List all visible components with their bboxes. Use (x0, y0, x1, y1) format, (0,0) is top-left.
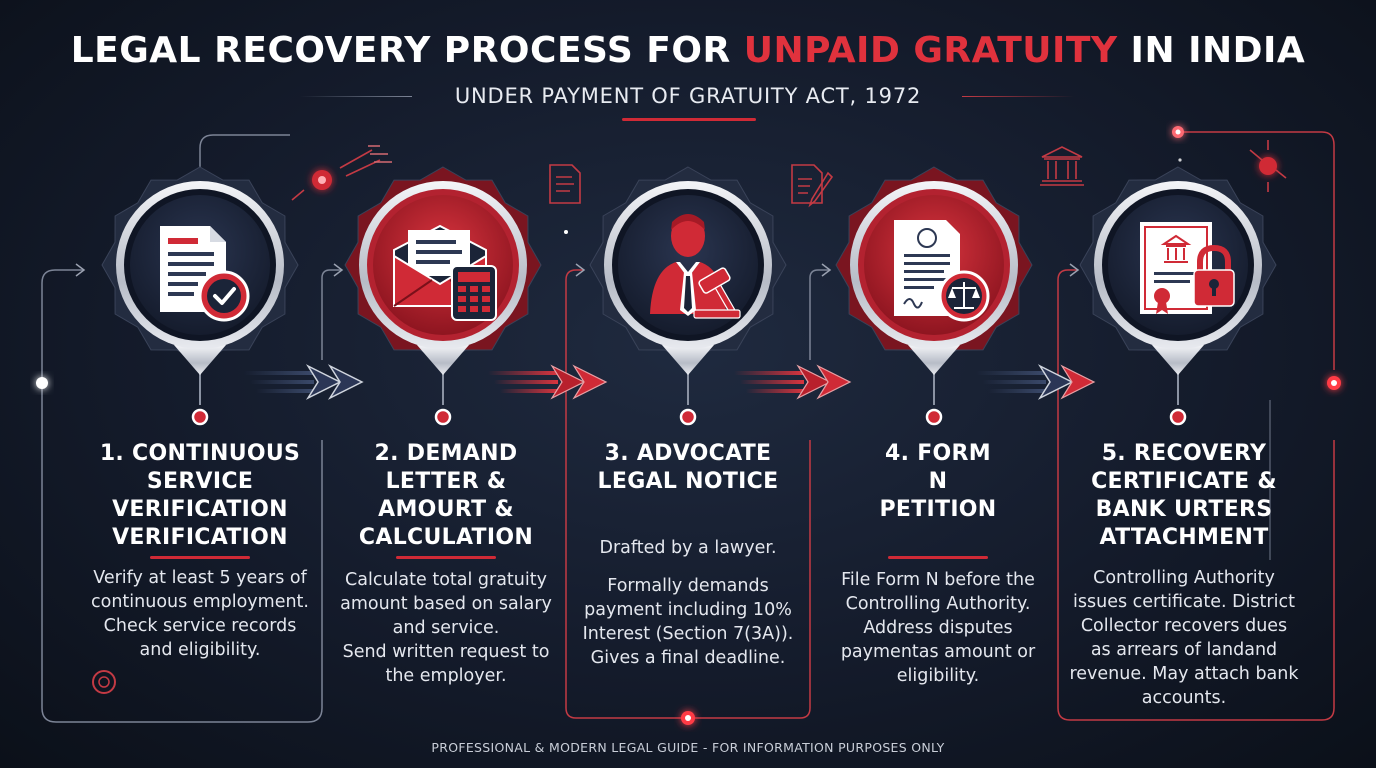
title-part-1: LEGAL RECOVERY PROCESS FOR (70, 30, 744, 71)
arrow-1-2 (244, 364, 364, 400)
courthouse-icon (1040, 146, 1084, 186)
title-part-2: IN INDIA (1117, 30, 1306, 71)
arrow-2-3 (488, 364, 608, 400)
step-5-pin-dot (1169, 408, 1187, 426)
step-4-title-line: PETITION (879, 497, 997, 522)
step-3-title-line: 3. ADVOCATE (604, 441, 772, 466)
step-2-title-line: CALCULATION (358, 525, 534, 550)
step-5-title: 5. RECOVERY CERTIFICATE & BANK URTERS AT… (1064, 440, 1304, 552)
subtitle-accent-bar (622, 118, 756, 121)
step-3-pin-dot (679, 408, 697, 426)
subtitle-rule-right (962, 96, 1074, 97)
step-4-description: File Form N before the Controlling Autho… (840, 570, 1036, 686)
decor-ring (92, 670, 116, 694)
step-1-title-line: 1. CONTINUOUS (99, 441, 301, 466)
step-2-pin-dot (434, 408, 452, 426)
step-4-title: 4. FORM N PETITION (818, 440, 1058, 524)
title-highlight: UNPAID GRATUITY (743, 30, 1118, 71)
step-arrows (244, 364, 1096, 400)
step-2-title-line: LETTER & (385, 469, 507, 494)
step-2-title-line: 2. DEMAND (374, 441, 518, 466)
step-1-title-line: VERIFICATION (112, 525, 288, 550)
step-1-pin-dot (191, 408, 209, 426)
step-3-description: Drafted by a lawyer. Formally demands pa… (570, 536, 806, 670)
glow-dot (1259, 157, 1277, 175)
step-2-description: Calculate total gratuity amount based on… (340, 570, 552, 686)
step-5-title-line: BANK URTERS (1095, 497, 1273, 522)
page-subtitle: UNDER PAYMENT OF GRATUITY ACT, 1972 (454, 84, 922, 108)
speed-lines (291, 140, 1287, 201)
subtitle-rule-left (300, 96, 412, 97)
step-1-title-line: VERIFICATION (112, 497, 288, 522)
document-pen-icon (791, 164, 834, 208)
step-3-desc-intro: Drafted by a lawyer. (599, 538, 777, 558)
step-1-title-line: SERVICE (146, 469, 254, 494)
decor-icons (291, 140, 1287, 208)
step-3-title: 3. ADVOCATE LEGAL NOTICE (568, 440, 808, 496)
step-4-title-line: 4. FORM (885, 441, 991, 466)
step-5-title-line: CERTIFICATE & (1091, 469, 1277, 494)
petition-scales-icon (894, 220, 990, 322)
step-1-description: Verify at least 5 years of continuous em… (91, 568, 309, 660)
step-1-title: 1. CONTINUOUS SERVICE VERIFICATION VERIF… (80, 440, 320, 552)
certificate-lock-icon (1140, 222, 1235, 314)
step-2-title: 2. DEMAND LETTER & AMOURT & CALCULATION (326, 440, 566, 552)
step-4-underline (888, 556, 988, 559)
step-1-underline (150, 556, 250, 559)
connector-lines (41, 131, 1335, 723)
page-title: LEGAL RECOVERY PROCESS FOR UNPAID GRATUI… (0, 30, 1376, 71)
step-5-description: Controlling Authority issues certificate… (1069, 568, 1299, 708)
connector-dots (36, 126, 1341, 725)
step-5-title-line: 5. RECOVERY (1101, 441, 1267, 466)
step-2-title-line: AMOURT & (378, 497, 514, 522)
step-4-title-line: N (928, 469, 948, 494)
document-outline-icon (549, 164, 581, 204)
step-2-underline (396, 556, 496, 559)
step-3-title-line: LEGAL NOTICE (597, 469, 779, 494)
lawyer-gavel-icon (650, 214, 741, 319)
envelope-calculator-icon (393, 224, 497, 321)
glow-dot (36, 377, 48, 389)
footer-disclaimer: PROFESSIONAL & MODERN LEGAL GUIDE - FOR … (431, 740, 945, 755)
arrow-4-5 (976, 364, 1096, 400)
entry-arrowheads (75, 263, 1080, 277)
step-5-title-line: ATTACHMENT (1099, 525, 1269, 550)
document-check-icon (160, 226, 250, 322)
arrow-3-4 (734, 364, 852, 400)
step-4-pin-dot (925, 408, 943, 426)
